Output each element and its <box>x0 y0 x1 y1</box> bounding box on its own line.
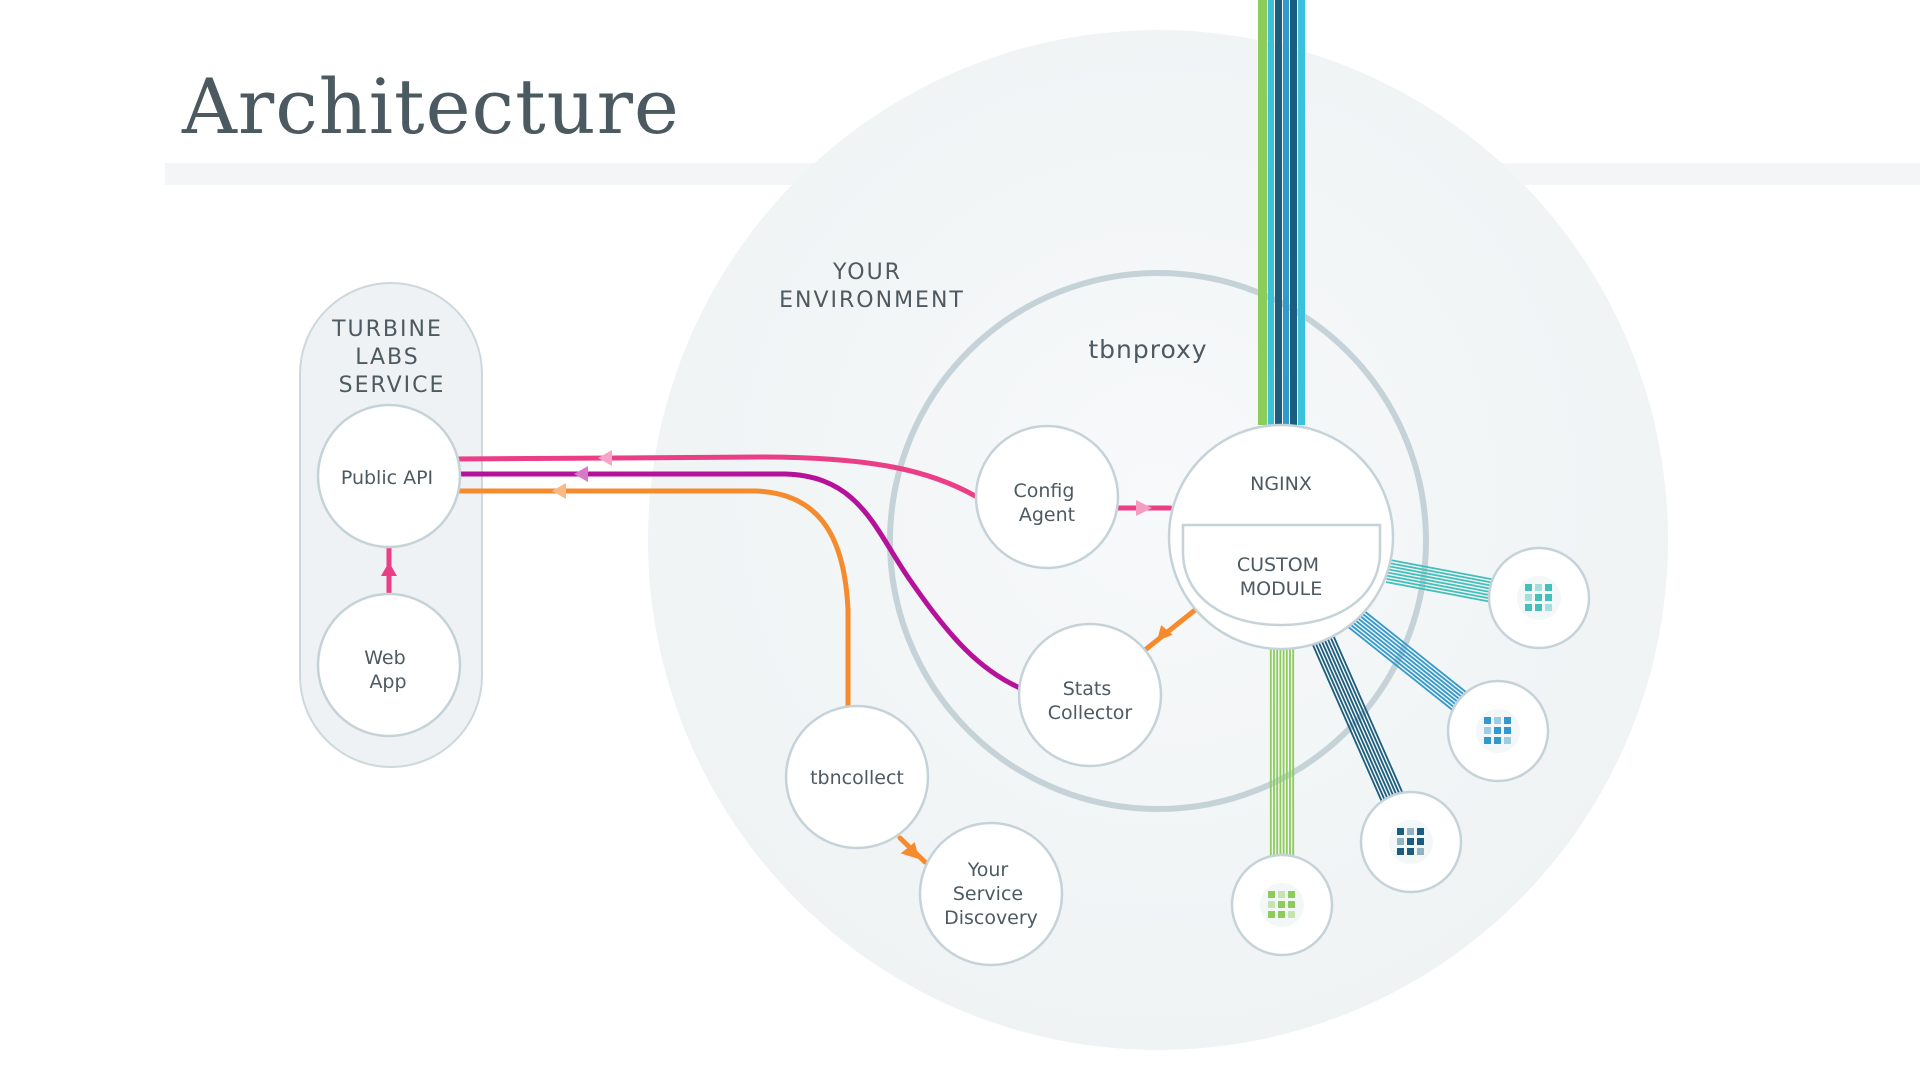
arrowheads <box>381 450 1173 860</box>
public-api-label: Public API <box>341 467 433 489</box>
navy-service-icon <box>1389 820 1433 864</box>
custom-module-to-stats-collector-line <box>1142 607 1198 653</box>
blue-service-icon <box>1476 709 1520 753</box>
your-environment-area <box>648 30 1668 1050</box>
tbncollect-node <box>784 704 930 850</box>
tbnproxy-label: tbnproxy <box>1088 335 1207 364</box>
config-agent-label: Config Agent <box>1013 480 1080 526</box>
your-service-discovery-node <box>918 821 1064 967</box>
green-service-icon <box>1260 883 1304 927</box>
nginx-label: NGINX <box>1250 473 1312 495</box>
navy-line-bundle <box>1311 635 1412 820</box>
custom-module-segment <box>1181 523 1382 627</box>
stats-collector-label: Stats Collector <box>1048 678 1133 724</box>
web-app-label: Web App <box>364 647 411 693</box>
stats-collector-node <box>1017 622 1163 768</box>
your-service-discovery-label: Your Service Discovery <box>944 859 1038 929</box>
teal-service-icon <box>1517 576 1561 620</box>
page-title: Architecture <box>182 62 680 151</box>
your-environment-label: YOUR ENVIRONMENT <box>779 260 965 313</box>
stats-collector-to-public-api-line <box>453 471 1023 691</box>
config-agent-node <box>974 424 1120 570</box>
tbnproxy-boundary <box>887 270 1429 812</box>
config-agent-to-public-api-line <box>453 454 980 500</box>
turbine-labs-service-label: TURBINE LABS SERVICE <box>331 317 452 398</box>
tbncollect-to-public-api-line <box>453 488 851 708</box>
public-api-node <box>316 403 462 549</box>
web-app-node <box>316 592 462 738</box>
green-line-bundle <box>1269 649 1295 880</box>
tbncollect-label: tbncollect <box>810 767 904 789</box>
ingress-lines <box>1258 0 1305 425</box>
custom-module-label: CUSTOM MODULE <box>1237 554 1325 600</box>
